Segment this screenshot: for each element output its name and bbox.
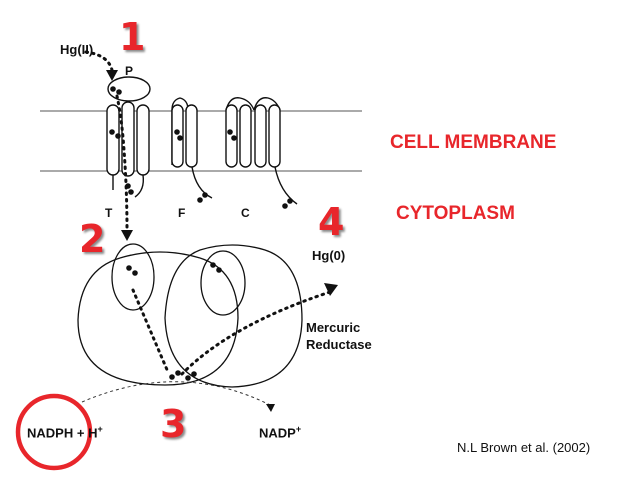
nadp-sup: + [295,424,302,434]
hg0-label: Hg(0) [312,248,346,263]
step-4-number: 4 [318,200,345,244]
step-2-number: 2 [79,217,106,261]
protein-t [106,101,150,177]
nadp-label: NADP+ [259,424,301,440]
protein-t-label: T [105,206,113,220]
nadph-text: NADPH [27,425,74,441]
step-3-number: 3 [160,402,187,446]
hg-pathway-dots [84,50,332,376]
protein-p-label: P [125,64,134,78]
protein-p-loop [107,76,151,102]
enzyme-label-line1: Mercuric [306,320,361,335]
cell-membrane-label: CELL MEMBRANE [390,132,557,153]
mercuric-reductase-enzyme [77,243,303,388]
protein-c [225,97,281,168]
enzyme-label-line2: Reductase [306,337,372,352]
protein-f [171,97,198,168]
nadph-highlight-circle [15,393,93,471]
nadph-reaction-arc [81,381,271,406]
nadp-arrowhead [266,404,275,412]
nadph-tail-text: + H [76,425,98,441]
cysteine-pairs [109,86,293,381]
hg2-label: Hg(II) [60,42,94,57]
step-1-number: 1 [119,15,146,59]
cytoplasm-label: CYTOPLASM [396,203,515,224]
protein-tails [112,166,298,205]
citation-text: N.L Brown et al. (2002) [457,440,591,455]
nadph-label: NADPH + H+ [27,424,103,440]
protein-f-label: F [178,206,186,220]
nadph-sup: + [97,424,103,434]
pathway-arrowheads [106,70,338,296]
nadp-text: NADP [259,425,296,441]
protein-c-label: C [241,206,250,220]
